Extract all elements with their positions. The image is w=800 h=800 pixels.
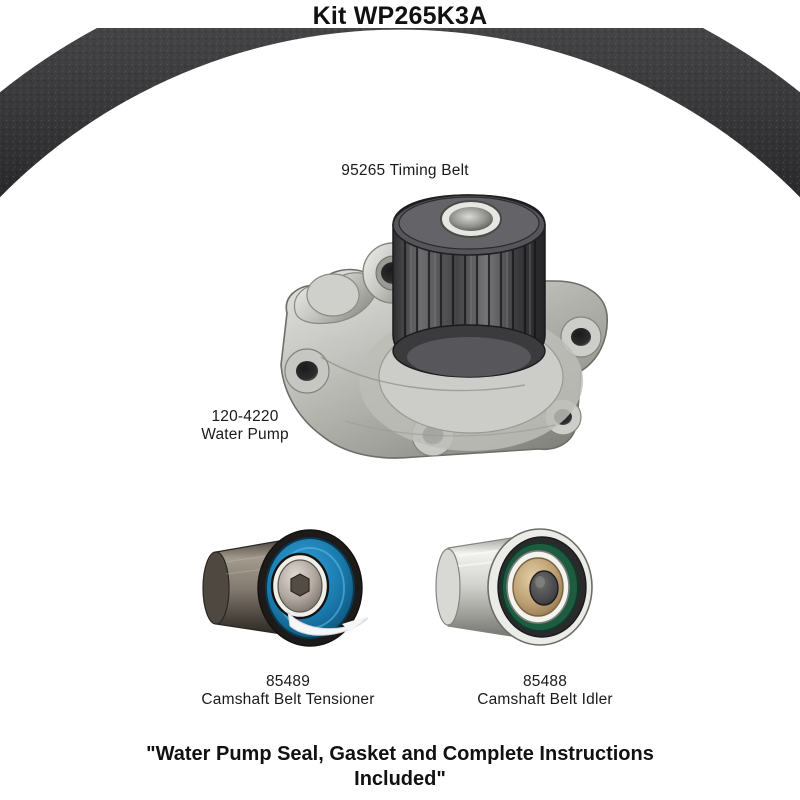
camshaft-belt-tensioner-image xyxy=(192,508,397,668)
pump-pad-boss xyxy=(306,273,360,317)
tensioner-brand-swoosh-tip xyxy=(342,616,368,632)
idler-part-number: 85488 xyxy=(522,673,568,690)
pump-bolt-hole-right xyxy=(560,316,602,358)
pump-contour-line xyxy=(320,356,526,392)
water-pump-graphic xyxy=(280,194,608,459)
tensioner-hex-center xyxy=(290,573,310,597)
idler-body-end xyxy=(435,548,461,626)
water-pump-image xyxy=(225,185,635,495)
tensioner-graphic xyxy=(202,529,369,647)
inclusions-note-line1: "Water Pump Seal, Gasket and xyxy=(146,743,438,765)
water-pump-part-number: 120-4220 xyxy=(211,408,279,425)
tensioner-part-number: 85489 xyxy=(265,673,311,690)
idler-part-name: Camshaft Belt Idler xyxy=(477,690,613,708)
page-title: Kit WP265K3A xyxy=(312,2,488,30)
timing-belt-graphic xyxy=(0,28,800,198)
tensioner-part-name: Camshaft Belt Tensioner xyxy=(201,690,375,708)
inclusions-note: "Water Pump Seal, Gasket and Complete In… xyxy=(100,742,700,792)
water-pump-part-name: Water Pump xyxy=(201,425,289,443)
idler-center-bore xyxy=(529,570,559,606)
water-pump-caption: 120-4220 Water Pump xyxy=(140,408,350,444)
idler-graphic xyxy=(435,528,593,646)
timing-belt-image xyxy=(0,28,800,208)
tensioner-caption: 85489 Camshaft Belt Tensioner xyxy=(138,673,438,709)
camshaft-belt-idler-image xyxy=(432,508,622,668)
idler-center-highlight xyxy=(535,576,545,588)
idler-caption: 85488 Camshaft Belt Idler xyxy=(420,673,670,709)
pump-bolt-hole-left xyxy=(284,348,330,394)
tensioner-body-end xyxy=(202,551,230,625)
pump-contour-line-2 xyxy=(344,420,556,437)
inclusions-note-line2: Complete Instructions Included" xyxy=(354,743,654,790)
timing-belt-caption: 95265 Timing Belt xyxy=(341,162,469,179)
pump-drive-pulley xyxy=(392,194,546,378)
